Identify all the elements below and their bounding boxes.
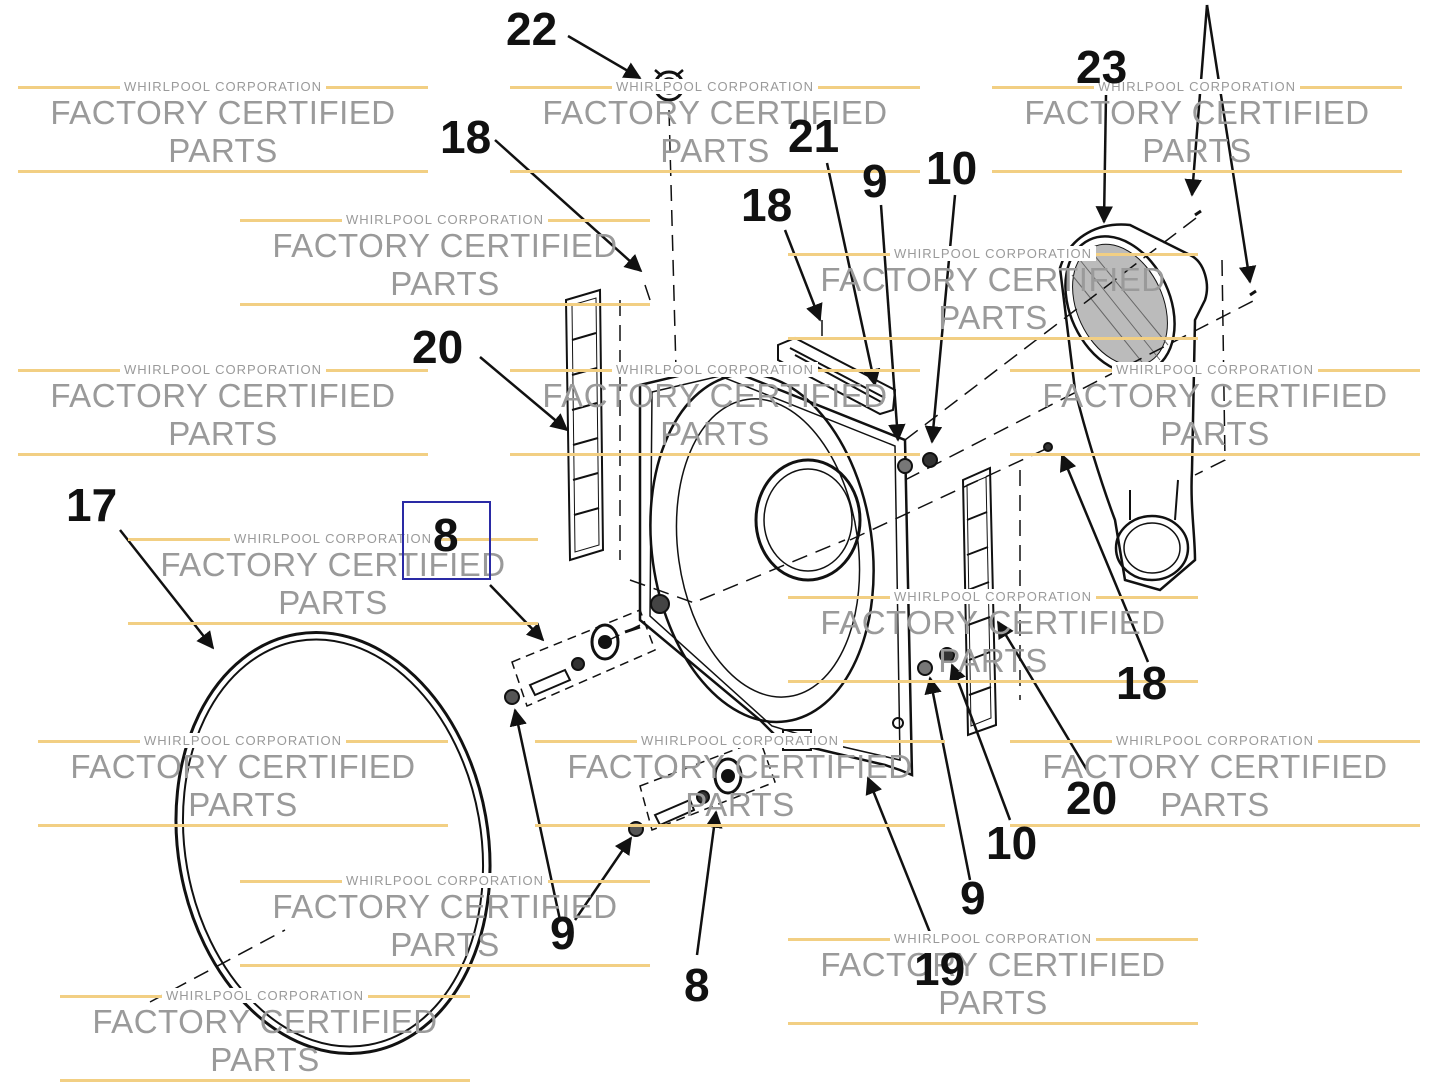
right-duct-seal-part [961, 466, 998, 737]
callout-18[interactable]: 18 [741, 179, 793, 231]
assembly-lines [149, 109, 1256, 1003]
callout-8-selected[interactable]: 8 [433, 509, 459, 561]
drum-belt-part [174, 630, 492, 1056]
callout-20[interactable]: 20 [1066, 772, 1118, 824]
callout-19[interactable]: 19 [914, 943, 966, 995]
fitting-part [653, 69, 685, 102]
callout-10[interactable]: 10 [986, 817, 1038, 869]
callout-23[interactable]: 23 [1076, 41, 1128, 93]
callout-17[interactable]: 17 [66, 479, 118, 531]
callout-20[interactable]: 20 [412, 321, 464, 373]
selected-callout-highlight [402, 501, 491, 580]
callout-10[interactable]: 10 [926, 142, 978, 194]
left-duct-seal-part [564, 288, 605, 562]
callout-21[interactable]: 21 [788, 110, 840, 162]
callout-22[interactable]: 22 [506, 3, 558, 55]
rear-bulkhead-part [638, 364, 914, 777]
lower-roller-assembly-part [628, 739, 776, 837]
exhaust-duct-assembly-part [1058, 223, 1209, 592]
callout-18[interactable]: 18 [440, 111, 492, 163]
callout-18[interactable]: 18 [1116, 657, 1168, 709]
leader-arrows [119, 4, 1257, 956]
callout-9[interactable]: 9 [550, 907, 576, 959]
callout-9[interactable]: 9 [960, 872, 986, 924]
bracket-part [777, 336, 897, 416]
upper-roller-assembly-part [504, 609, 656, 708]
callout-8[interactable]: 8 [684, 959, 710, 1011]
callout-9[interactable]: 9 [862, 155, 888, 207]
